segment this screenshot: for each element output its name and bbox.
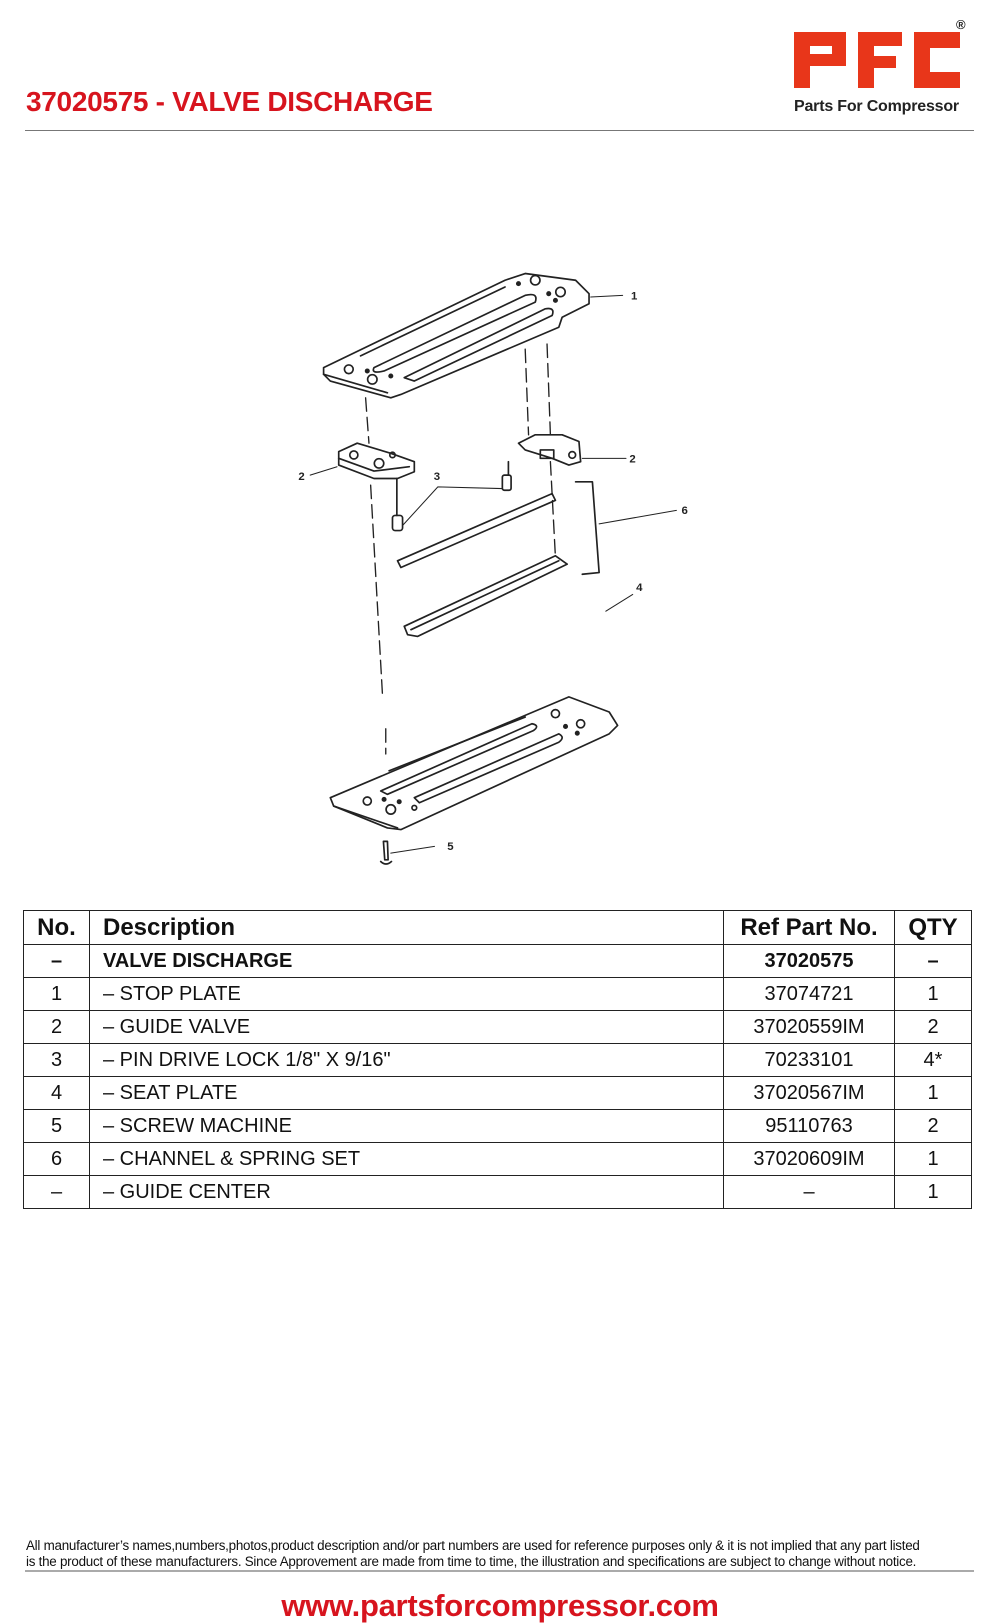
callout-3: 3 xyxy=(434,471,440,483)
cell-no: 2 xyxy=(23,1010,90,1044)
cell-description: – PIN DRIVE LOCK 1/8" X 9/16" xyxy=(89,1043,724,1077)
callout-1: 1 xyxy=(631,291,638,303)
stop-plate-drawing xyxy=(322,272,590,399)
table-row: 4 – SEAT PLATE 37020567IM 1 xyxy=(23,1076,972,1110)
cell-description: – SCREW MACHINE xyxy=(89,1109,724,1143)
cell-qty: 1 xyxy=(894,977,972,1011)
callout-2-left: 2 xyxy=(298,471,304,483)
website-link[interactable]: www.partsforcompressor.com xyxy=(281,1588,719,1623)
guide-valve-right-drawing xyxy=(517,433,582,466)
table-row: 5 – SCREW MACHINE 95110763 2 xyxy=(23,1109,972,1143)
cell-qty: 1 xyxy=(894,1175,972,1209)
table-row: – VALVE DISCHARGE 37020575 – xyxy=(23,944,972,978)
table-row: 6 – CHANNEL & SPRING SET 37020609IM 1 xyxy=(23,1142,972,1176)
header-ref-part-no: Ref Part No. xyxy=(723,910,895,945)
logo-tagline: Parts For Compressor xyxy=(794,98,959,115)
cell-no: – xyxy=(23,944,90,978)
cell-qty: 2 xyxy=(894,1109,972,1143)
cell-no: 4 xyxy=(23,1076,90,1110)
callout-5: 5 xyxy=(447,841,454,853)
pfc-logo xyxy=(794,32,960,88)
cell-qty: 1 xyxy=(894,1142,972,1176)
guide-valve-left-drawing xyxy=(337,442,416,480)
cell-ref: 37020567IM xyxy=(723,1076,895,1110)
disclaimer-line-1: All manufacturer’s names,numbers,photos,… xyxy=(26,1538,920,1553)
table-header-row: No. Description Ref Part No. QTY xyxy=(23,910,972,945)
table-row: – – GUIDE CENTER – 1 xyxy=(23,1175,972,1209)
cell-no: 6 xyxy=(23,1142,90,1176)
callout-2-right: 2 xyxy=(629,454,635,466)
cell-ref: 70233101 xyxy=(723,1043,895,1077)
callout-6: 6 xyxy=(681,505,687,517)
cell-description: VALVE DISCHARGE xyxy=(89,944,724,978)
cell-ref: 95110763 xyxy=(723,1109,895,1143)
disclaimer-line-2: is the product of these manufacturers. S… xyxy=(26,1553,917,1569)
parts-table: No. Description Ref Part No. QTY – VALVE… xyxy=(23,910,972,1209)
cell-no: 5 xyxy=(23,1109,90,1143)
cell-qty: – xyxy=(894,944,972,978)
cell-no: 3 xyxy=(23,1043,90,1077)
header-qty: QTY xyxy=(894,910,972,945)
cell-description: – GUIDE VALVE xyxy=(89,1010,724,1044)
cell-no: – xyxy=(23,1175,90,1209)
cell-description: – GUIDE CENTER xyxy=(89,1175,724,1209)
table-row: 1 – STOP PLATE 37074721 1 xyxy=(23,977,972,1011)
cell-description: – CHANNEL & SPRING SET xyxy=(89,1142,724,1176)
cell-qty: 4* xyxy=(894,1043,972,1077)
registered-mark: ® xyxy=(956,17,966,32)
cell-ref: 37020559IM xyxy=(723,1010,895,1044)
table-row: 2 – GUIDE VALVE 37020559IM 2 xyxy=(23,1010,972,1044)
cell-qty: 1 xyxy=(894,1076,972,1110)
cell-description: – SEAT PLATE xyxy=(89,1076,724,1110)
cell-no: 1 xyxy=(23,977,90,1011)
header-description: Description xyxy=(89,910,724,945)
cell-ref: 37020575 xyxy=(723,944,895,978)
seat-plate-drawing xyxy=(329,696,619,831)
table-row: 3 – PIN DRIVE LOCK 1/8" X 9/16" 70233101… xyxy=(23,1043,972,1077)
cell-qty: 2 xyxy=(894,1010,972,1044)
header-no: No. xyxy=(23,910,90,945)
header-divider xyxy=(25,130,974,131)
disclaimer: All manufacturer’s names,numbers,photos,… xyxy=(26,1538,976,1569)
cell-description: – STOP PLATE xyxy=(89,977,724,1011)
callout-4: 4 xyxy=(636,582,643,594)
cell-ref: – xyxy=(723,1175,895,1209)
footer-divider xyxy=(25,1570,974,1572)
exploded-parts-diagram: 1 2 2 3 4 5 6 xyxy=(298,272,688,865)
cell-ref: 37074721 xyxy=(723,977,895,1011)
cell-ref: 37020609IM xyxy=(723,1142,895,1176)
page-title: 37020575 - VALVE DISCHARGE xyxy=(26,86,433,117)
